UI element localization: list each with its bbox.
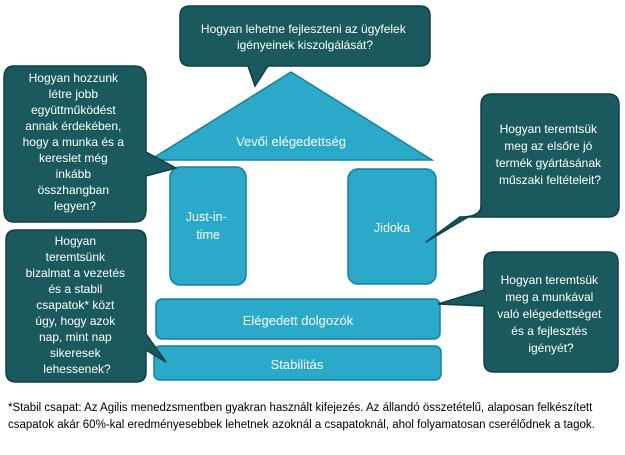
callout-line: műszaki feltételeit?	[499, 173, 601, 187]
callout-line: Hogyan teremtsük	[501, 273, 599, 287]
callout-line: inkább	[56, 167, 92, 181]
callout-line: legyen?	[54, 199, 96, 213]
callout-line: lehessenek?	[43, 362, 111, 376]
callout-line: annak érdekében,	[25, 119, 121, 133]
callout-line: teremtsünk	[46, 250, 106, 264]
band-satisfied-workers	[155, 298, 441, 340]
pillar-label-line: Just-in-	[186, 210, 227, 224]
callout-top-text: Hogyan lehetne fejleszteni az ügyfelek i…	[201, 22, 409, 52]
callout-right-upper: Hogyan teremtsük meg az elsőre jó termék…	[425, 93, 620, 243]
callout-line: csapatok* közt	[36, 298, 115, 312]
callout-line: sikeresek	[50, 346, 102, 360]
callout-top: Hogyan lehetne fejleszteni az ügyfelek i…	[179, 5, 431, 88]
callout-line: és a stabil	[48, 282, 102, 296]
callout-line: való elégedettséget	[497, 307, 602, 321]
pillar-just-in-time	[169, 166, 247, 286]
callout-line: együttműködést	[31, 103, 116, 117]
roof-label: Vevői elégedettség	[236, 134, 346, 149]
callout-left-upper-text: Hogyan hozzunk létre jobb együttműködést…	[23, 71, 128, 213]
house-diagram: Vevői elégedettség Just-in- time Jidoka …	[3, 5, 620, 383]
callout-right-lower: Hogyan teremtsük meg a munkával való elé…	[437, 251, 619, 373]
callout-right-lower-text: Hogyan teremtsük meg a munkával való elé…	[497, 273, 604, 355]
callout-line: Hogyan hozzunk	[29, 71, 119, 85]
callout-line: létre jobb	[49, 87, 99, 101]
callout-line: igényeinek kiszolgálását?	[237, 38, 373, 52]
band-satisfied-workers-label: Elégedett dolgozók	[243, 313, 354, 328]
footnote: *Stabil csapat: Az Agilis menedzsmentben…	[8, 402, 595, 431]
callout-left-lower: Hogyan teremtsünk bizalmat a vezetés és …	[5, 229, 167, 383]
callout-line: termék gyártásának	[496, 156, 602, 170]
callout-line: Hogyan lehetne fejleszteni az ügyfelek	[201, 22, 407, 36]
callout-line: bizalmat a vezetés	[26, 266, 125, 280]
band-stability	[153, 345, 442, 381]
pillar-just-in-time-label: Just-in- time	[186, 210, 230, 242]
callout-line: igényét?	[528, 341, 574, 355]
callout-line: nap, mint nap	[39, 330, 112, 344]
callout-line: úgy, hogy azok	[35, 314, 116, 328]
callout-line: Hogyan teremtsük	[500, 122, 598, 136]
callout-left-upper: Hogyan hozzunk létre jobb együttműködést…	[3, 65, 179, 223]
pillar-label-line: time	[196, 228, 220, 242]
callout-line: kereslet még	[39, 151, 108, 165]
roof	[147, 71, 435, 161]
callout-line: Hogyan	[55, 234, 96, 248]
callout-line: meg a munkával	[505, 290, 593, 304]
callout-line: hogy a munka és a	[23, 135, 125, 149]
callout-line: összhangban	[38, 183, 109, 197]
callout-left-lower-text: Hogyan teremtsünk bizalmat a vezetés és …	[26, 234, 129, 376]
callout-right-upper-text: Hogyan teremtsük meg az elsőre jó termék…	[496, 122, 605, 187]
band-stability-label: Stabilitás	[271, 357, 324, 372]
pillar-jidoka	[347, 168, 437, 285]
callout-line: meg az elsőre jó	[504, 139, 592, 153]
callout-line: és a fejlesztés	[511, 324, 587, 338]
pillar-jidoka-label: Jidoka	[374, 221, 410, 235]
